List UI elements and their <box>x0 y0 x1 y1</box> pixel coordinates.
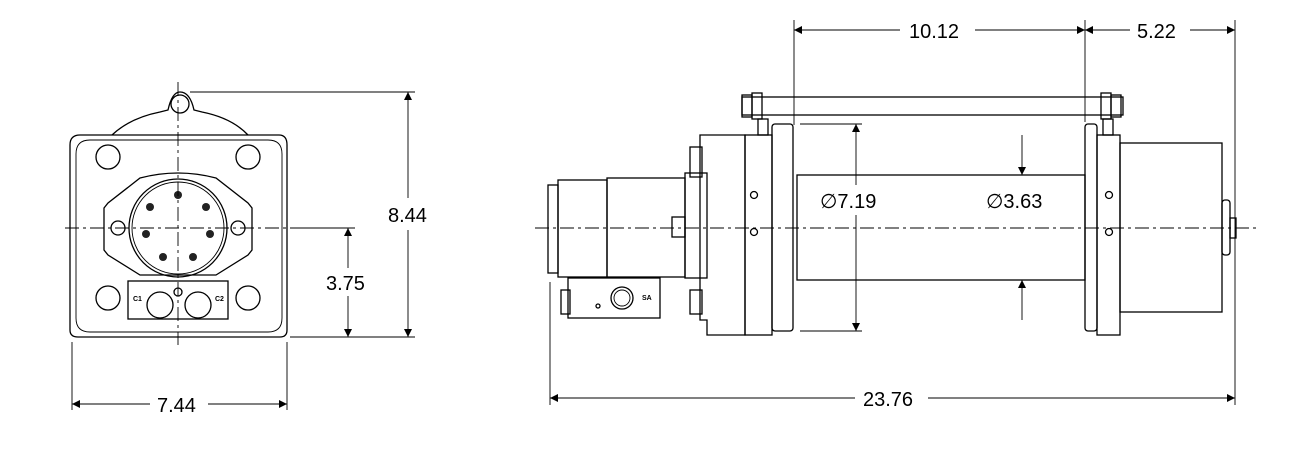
tie-rod <box>741 96 1124 116</box>
dim-flange-diameter: ∅7.19 <box>820 191 876 213</box>
lifting-eye <box>170 94 190 114</box>
front-dimensions: 8.44 3.75 7.44 <box>71 91 427 417</box>
motor-end-cap <box>557 179 608 278</box>
dim-drum-diameter: ∅3.63 <box>986 191 1042 213</box>
label-c2: C2 <box>215 296 224 303</box>
side-dimensions: 10.12 5.22 23.76 ∅7.19 ∅3.63 <box>549 20 1236 411</box>
dim-center-height: 3.75 <box>326 273 365 295</box>
left-drum-flange <box>771 123 794 332</box>
dim-drum-length: 10.12 <box>909 21 959 43</box>
dim-motor-length: 5.22 <box>1137 21 1176 43</box>
mounting-plate <box>69 134 288 338</box>
dim-overall-length: 23.76 <box>863 389 913 411</box>
lifting-bracket <box>111 91 249 136</box>
solenoid-valve <box>567 277 661 319</box>
brake-housing <box>1119 142 1223 313</box>
motor <box>606 177 686 278</box>
front-view: C1 C2 <box>65 82 300 345</box>
label-valve: SA <box>642 295 652 302</box>
side-view: SA <box>535 92 1260 336</box>
left-flange <box>744 134 773 336</box>
label-c1: C1 <box>133 296 142 303</box>
right-drum-flange <box>1084 123 1098 332</box>
mounting-holes <box>95 144 261 311</box>
gearbox <box>699 134 746 336</box>
motor-adapter <box>684 172 708 279</box>
dim-width: 7.44 <box>157 395 196 417</box>
dim-height: 8.44 <box>388 205 427 227</box>
